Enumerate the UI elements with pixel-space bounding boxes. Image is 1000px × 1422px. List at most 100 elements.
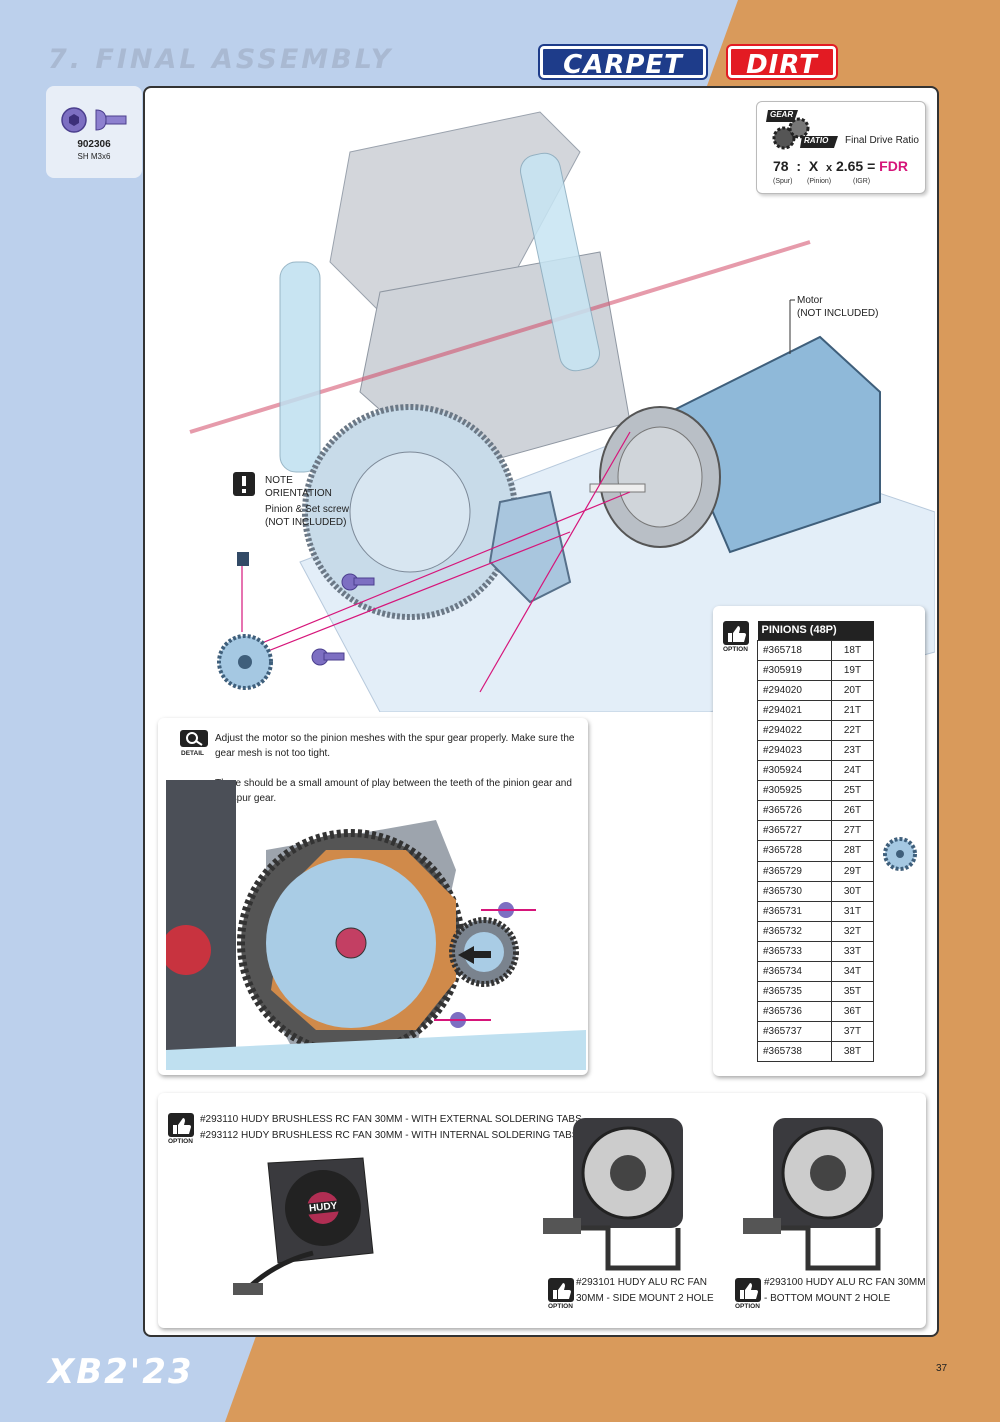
equals-sign: = [867,158,876,174]
pinion-code: #365736 [757,1001,832,1023]
bottom-fan-thumbs-up-icon [735,1278,761,1302]
motor-callout: Motor (NOT INCLUDED) [797,294,878,320]
set-screw [237,552,249,566]
part-number: 902306 [77,139,111,150]
pinion-teeth: 25T [831,780,874,802]
motor-mount-plate [488,490,572,604]
gear-ratio-box: GEAR RATIO Final Drive Ratio 78 : X x 2.… [756,101,926,194]
pinion-teeth: 23T [831,739,874,762]
note-callout-line1: NOTE [265,475,293,486]
pinion-value: X [808,158,819,174]
pinion-teeth: 21T [831,699,874,721]
pinion-code: #294021 [757,699,832,721]
pinion-teeth: 19T [831,659,874,681]
gear-logo-text-ratio: RATIO [804,136,829,145]
pinion-code: #365733 [757,940,832,963]
motor-callout-line1: Motor [797,295,823,306]
pinion-callout-line2: (NOT INCLUDED) [265,517,347,528]
bottom-fan-line-1: #293100 HUDY ALU RC FAN 30MM [764,1277,926,1288]
side-mount-fan-image [543,1118,683,1271]
pinion-teeth: 35T [831,981,874,1003]
pinion-teeth: 37T [831,1021,874,1043]
gear-mesh-illustration [166,780,586,1070]
detail-icon [180,730,208,747]
side-fan-line-1: #293101 HUDY ALU RC FAN [576,1277,707,1288]
pinion-code: #294023 [757,739,832,762]
rear-shock-left [279,261,321,473]
detail-text-2: There should be a small amount of play b… [215,778,572,804]
fdr-formula: 78 : X x 2.65 = FDR [773,158,908,174]
motor-illustration [589,335,881,554]
igr-sublabel: (IGR) [853,178,871,185]
pinion-code: #365734 [757,960,832,983]
detail-icon-label: DETAIL [181,750,204,757]
pinion-code: #365731 [757,900,832,922]
pinion-code: #305924 [757,760,832,782]
pinion-teeth: 34T [831,960,874,983]
pinion-code: #365732 [757,920,832,942]
page-number: 37 [936,1363,948,1374]
pinion-gear [217,634,273,690]
pinion-teeth: 30T [831,880,874,902]
pinion-teeth: 24T [831,760,874,782]
pinion-callout-line1: Pinion & Set screw [265,504,349,515]
pinion-teeth: 22T [831,719,874,741]
pinion-sublabel: (Pinion) [807,178,832,185]
pinion-teeth: 27T [831,820,874,842]
side-fan-thumbs-up-icon [548,1278,574,1302]
part-card: 902306 SH M3x6 [46,86,142,178]
pinion-code: #365729 [757,860,832,882]
pinion-teeth: 31T [831,900,874,922]
pinion-code: #365738 [757,1041,832,1063]
pinion-code: #294022 [757,719,832,741]
pinion-code: #365730 [757,880,832,902]
pinion-code: #305919 [757,659,832,681]
pinion-gear-icon [883,837,917,871]
fan-options-box: OPTION #293110 HUDY BRUSHLESS RC FAN 30M… [158,1093,926,1328]
pinion-teeth: 18T [831,639,874,661]
section-title: 7. FINAL ASSEMBLY [48,44,394,75]
pinion-teeth: 26T [831,800,874,822]
spur-value: 78 [773,158,789,174]
final-drive-ratio-label: Final Drive Ratio [845,135,919,146]
pinion-code: #294020 [757,679,832,701]
part-description: SH M3x6 [77,152,111,161]
side-fan-option-label: OPTION [548,1303,573,1310]
dirt-badge: DIRT [728,46,836,80]
pinions-table-header: PINIONS (48P) [757,621,874,640]
fdr-result: FDR [879,158,908,174]
pinion-code: #365728 [757,840,832,862]
pinion-teeth: 32T [831,920,874,942]
brushless-fan-image [233,1157,374,1295]
igr-value: 2.65 [835,158,864,174]
pinion-teeth: 33T [831,940,874,963]
pinion-teeth: 29T [831,860,874,882]
pinion-code: #365718 [757,639,832,661]
side-fan-line-2: 30MM - SIDE MOUNT 2 HOLE [576,1293,714,1304]
detail-text-1: Adjust the motor so the pinion meshes wi… [215,733,575,759]
model-logo: XB2'23 [48,1352,194,1392]
bottom-fan-line-2: - BOTTOM MOUNT 2 HOLE [764,1293,891,1304]
pinion-teeth: 28T [831,840,874,862]
note-callout: NOTE ORIENTATION Pinion & Set screw (NOT… [265,474,349,529]
pinion-teeth: 20T [831,679,874,701]
pinion-teeth: 38T [831,1041,874,1063]
rear-shock-right [520,152,600,372]
motor-screws [311,573,375,666]
fan-option-label: OPTION [168,1138,193,1145]
colon: : [796,158,802,174]
pinion-code: #365735 [757,981,832,1003]
spur-sublabel: (Spur) [773,178,793,185]
